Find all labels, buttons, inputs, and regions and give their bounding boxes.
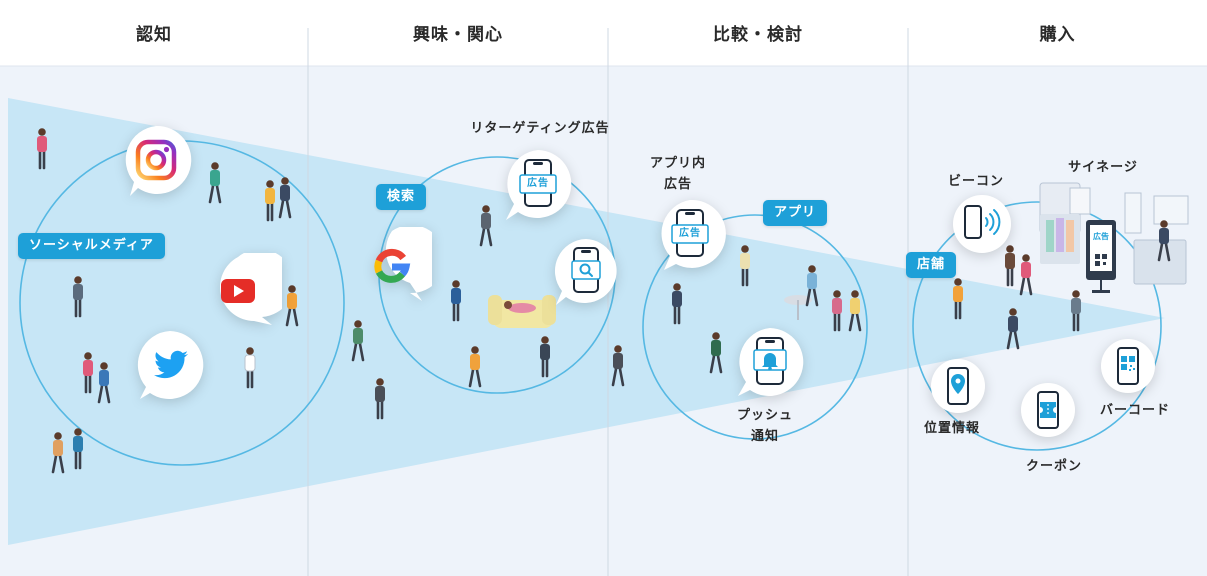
person-figure [540,336,550,378]
retargeting-ad-screen: 広告 [527,178,549,189]
search-ad-bubble [554,239,617,305]
person-figure [278,177,292,219]
app-ad-screen: 広告 [679,228,701,239]
app-ad-bubble [661,199,726,270]
youtube-bubble [220,253,282,325]
person-figure [611,345,625,387]
person-figure [375,378,385,420]
stage-header-comparison: 比較・検討 [713,24,803,45]
retargeting-ad-bubble [506,150,572,220]
person-figure [285,285,299,327]
label-store: 店舗 [906,252,957,278]
label-retargeting-ad: リターゲティング広告 [470,121,610,136]
search-icon [571,260,601,280]
label-push-notification: プッシュ 通知 [730,405,800,447]
person-figure [1019,254,1033,296]
person-figure [832,290,842,332]
person-figure [1071,290,1081,332]
person-figure [97,362,111,404]
label-search: 検索 [376,184,427,210]
signage-screen-label: 広告 [1093,232,1109,241]
label-signage: サイネージ [1068,160,1138,175]
person-figure [953,278,963,320]
person-figure [672,283,682,325]
person-figure [805,265,819,307]
smartphone-icon [671,209,709,257]
label-beacon: ビーコン [947,174,1004,189]
funnel-shape [8,98,1165,545]
cafe-table [784,295,812,320]
push-notification-bubble [738,328,804,396]
stage-header-interest: 興味・関心 [413,24,503,45]
person-figure [208,162,222,204]
youtube-icon [221,279,255,303]
smartphone-icon [519,159,557,207]
label-app-ad: アプリ内 広告 [640,153,716,195]
google-bubble [374,227,432,301]
qr-code-icon [1121,356,1135,371]
purchase-circle [912,201,1162,451]
person-figure [848,290,862,332]
label-coupon: クーポン [1025,459,1082,474]
beacon-bubble [953,195,1011,253]
label-app-ad-text: アプリ内 広告 [649,156,706,192]
location-pin-icon [951,374,965,394]
header-band [0,0,1207,66]
person-figure [351,320,365,362]
instagram-bubble [125,125,192,196]
twitter-bubble [137,331,204,399]
label-location: 位置情報 [923,421,980,436]
sofa-scene [488,295,556,328]
stage-header-awareness: 認知 [136,24,172,45]
bell-icon [753,349,787,371]
beacon-icon [985,209,1001,235]
person-figure [451,280,461,322]
person-figure [468,346,482,388]
comparison-circle [642,214,868,440]
person-figure [479,205,493,247]
coupon-bubble [1021,383,1075,437]
person-figure [740,245,750,287]
person-figure [51,432,65,474]
instagram-icon [135,139,177,181]
label-app: アプリ [763,200,828,226]
google-icon [374,248,411,283]
person-figure [265,180,275,222]
people-layer [37,128,1171,474]
twitter-icon [154,350,188,379]
person-figure [1157,220,1171,262]
person-figure [73,276,83,318]
label-barcode: バーコード [1099,403,1170,418]
person-figure [73,428,83,470]
person-figure [1005,245,1015,287]
person-figure [244,347,256,389]
smartphone-icon [964,205,982,239]
location-bubble [931,359,985,413]
store-scene [1039,182,1189,293]
barcode-bubble [1101,339,1155,393]
person-figure [37,128,47,170]
person-figure [709,332,723,374]
label-push-notification-text: プッシュ 通知 [736,408,793,444]
person-figure [83,352,93,394]
label-social-media: ソーシャルメディア [18,233,165,259]
stage-header-purchase: 購入 [1039,24,1076,45]
person-figure [1006,308,1020,350]
